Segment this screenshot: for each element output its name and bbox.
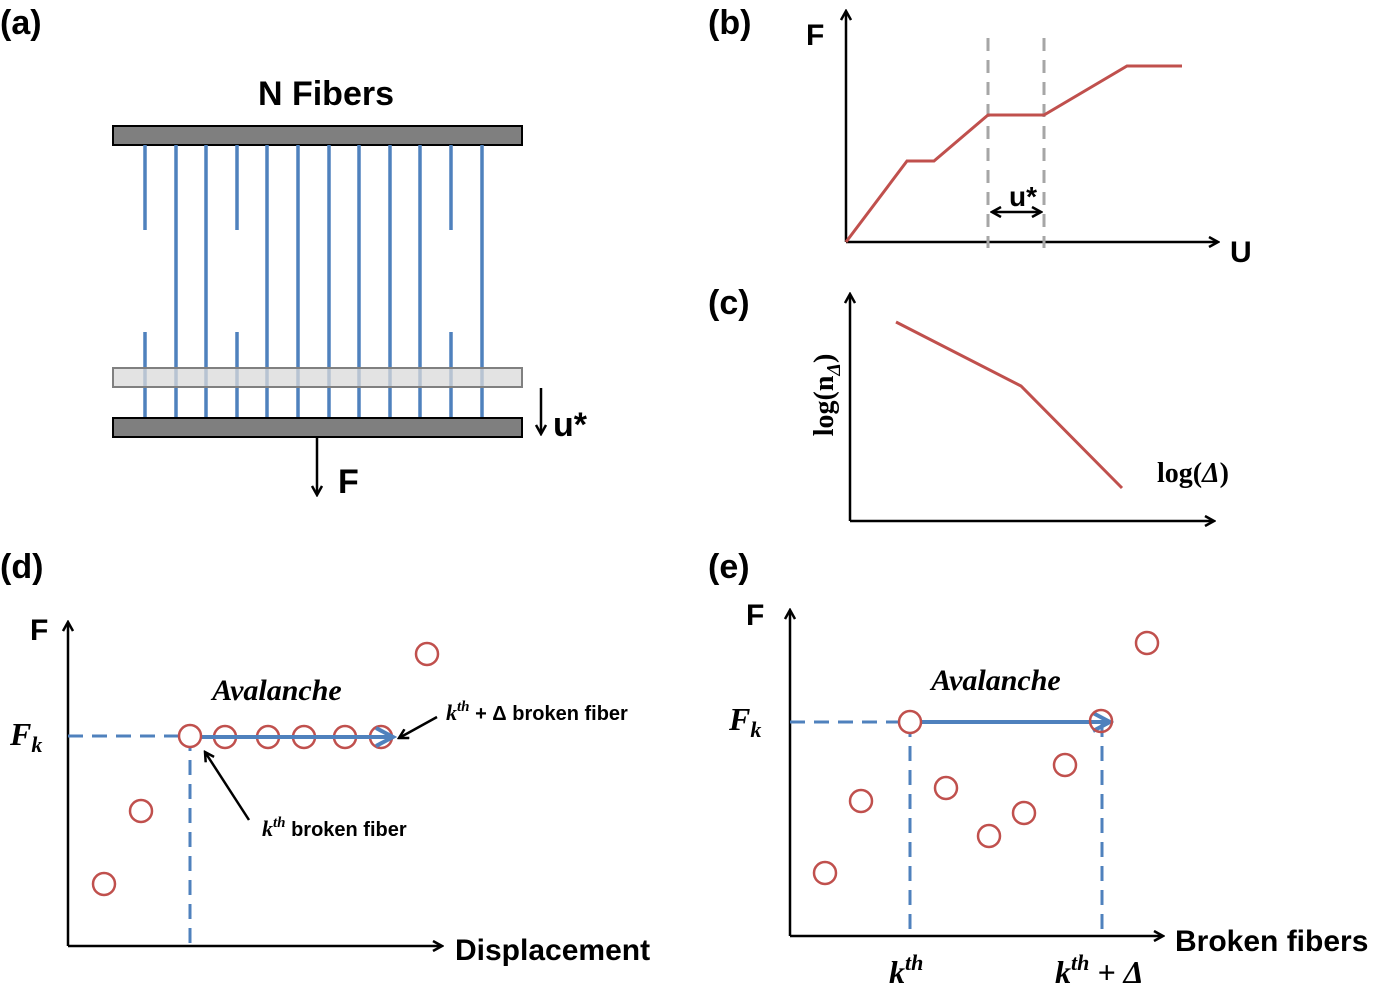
panel-b-label: (b) <box>708 4 751 42</box>
level-label-subscript: k <box>750 717 761 742</box>
panel-c-label: (c) <box>708 284 750 322</box>
displacement-label: u* <box>553 406 588 444</box>
initial-plate-position <box>112 367 523 388</box>
kth-data-point <box>177 723 203 749</box>
level-label-subscript: k <box>31 732 42 757</box>
kth-data-point <box>897 709 923 735</box>
panel-a-label: (a) <box>0 4 42 42</box>
data-point <box>414 641 440 667</box>
x-axis-label: log(Δ) <box>1157 458 1229 489</box>
y-axis-label: F <box>806 19 824 52</box>
avalanche-label: Avalanche <box>210 674 341 707</box>
x-axis-label-delta: Δ <box>1201 458 1220 489</box>
kdelta-tick-sup: th <box>1071 950 1089 975</box>
data-point <box>1134 630 1160 656</box>
kth-annotation-k: k <box>262 816 273 841</box>
panel-d: (d) F Displacement Fk Avalanche kth brok… <box>0 548 650 967</box>
interval-label: u* <box>1009 181 1037 212</box>
kth-annotation-sup: th <box>273 815 286 831</box>
force-displacement-curve <box>844 64 1182 243</box>
y-axis-label-text: log(n <box>809 375 840 436</box>
kth-tick-label: kth <box>889 950 923 990</box>
panel-e: (e) F Broken fibers Fk Avalanche kth kth… <box>708 548 1368 990</box>
avalanche-distribution-curve <box>895 320 1124 490</box>
kdelta-tick-k: k <box>1055 954 1071 990</box>
kdelta-annotation-sup: th <box>457 699 470 715</box>
data-point <box>976 823 1002 849</box>
level-label-text: F <box>728 701 750 737</box>
top-plate <box>112 125 523 146</box>
bottom-plate <box>112 417 523 438</box>
panel-c: (c) log(nΔ) log(Δ) <box>708 284 1229 521</box>
kdelta-annotation-k: k <box>446 700 457 725</box>
level-label-text: F <box>9 716 31 752</box>
panel-e-label: (e) <box>708 548 750 586</box>
x-axis-label: Displacement <box>455 934 650 967</box>
kth-tick-sup: th <box>905 950 923 975</box>
data-point <box>848 788 874 814</box>
kdelta-tick-label: kth + Δ <box>1055 950 1144 990</box>
n-fibers-title: N Fibers <box>258 75 394 113</box>
y-axis-label: F <box>746 599 764 632</box>
avalanche-label: Avalanche <box>929 664 1060 697</box>
data-point <box>812 860 838 886</box>
kth-annotation-text: broken fiber <box>286 819 407 841</box>
kth-tick-k: k <box>889 954 905 990</box>
data-point <box>1052 752 1078 778</box>
x-axis-label: U <box>1230 236 1252 269</box>
kdelta-annotation-text: + Δ broken fiber <box>470 703 629 725</box>
level-label: Fk <box>728 701 761 742</box>
kdelta-pointer-arrow <box>399 715 438 738</box>
x-axis-label-text: log( <box>1157 458 1202 489</box>
data-point <box>933 775 959 801</box>
data-point <box>128 798 154 824</box>
panel-a: (a) N Fibers u* F <box>0 4 588 501</box>
kdelta-data-point <box>1088 708 1114 734</box>
kth-pointer-arrow <box>205 752 251 821</box>
force-label: F <box>338 463 359 501</box>
kdelta-annotation: kth + Δ broken fiber <box>446 699 628 725</box>
y-axis-label: F <box>30 614 48 647</box>
level-label: Fk <box>9 716 42 757</box>
y-axis-label-subscript: Δ <box>823 363 845 377</box>
data-point <box>1011 800 1037 826</box>
x-axis-label-close: ) <box>1220 458 1229 489</box>
data-point <box>91 871 117 897</box>
kdelta-tick-tail: + Δ <box>1089 954 1143 990</box>
y-axis-label: log(nΔ) <box>809 354 845 437</box>
panel-b: (b) F U u* <box>708 4 1252 269</box>
x-axis-label: Broken fibers <box>1175 925 1368 958</box>
panel-d-label: (d) <box>0 548 43 586</box>
kth-annotation: kth broken fiber <box>262 815 407 841</box>
y-axis-label-close: ) <box>809 354 840 363</box>
